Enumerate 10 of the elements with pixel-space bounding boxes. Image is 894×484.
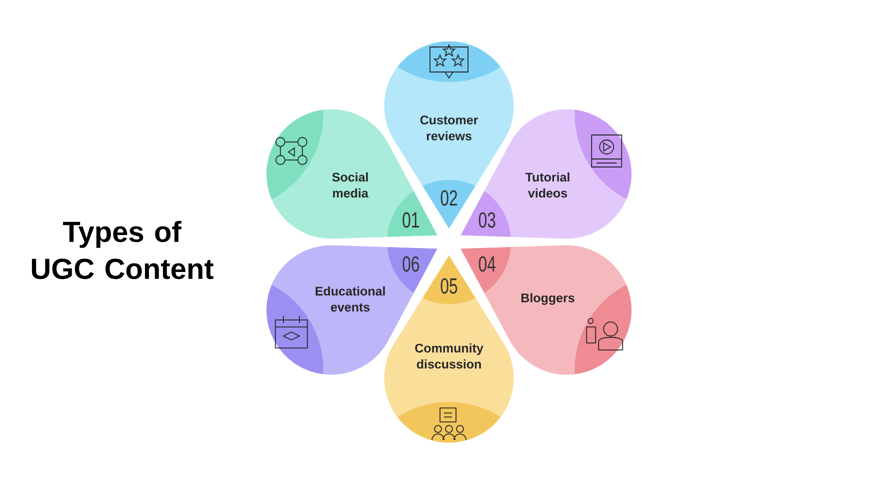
title: Types of UGC Content xyxy=(32,220,214,280)
node-label: Social media xyxy=(332,172,368,198)
number-segment: 05 xyxy=(422,256,476,304)
number-segment: 04 xyxy=(460,247,511,293)
number-segment: 02 xyxy=(422,180,476,228)
node-label: Tutorial videos xyxy=(525,172,570,198)
number-segment: 01 xyxy=(387,191,438,237)
number-segment: 06 xyxy=(387,247,438,293)
number-segment: 03 xyxy=(460,191,511,237)
node-label: Bloggers xyxy=(521,293,574,305)
